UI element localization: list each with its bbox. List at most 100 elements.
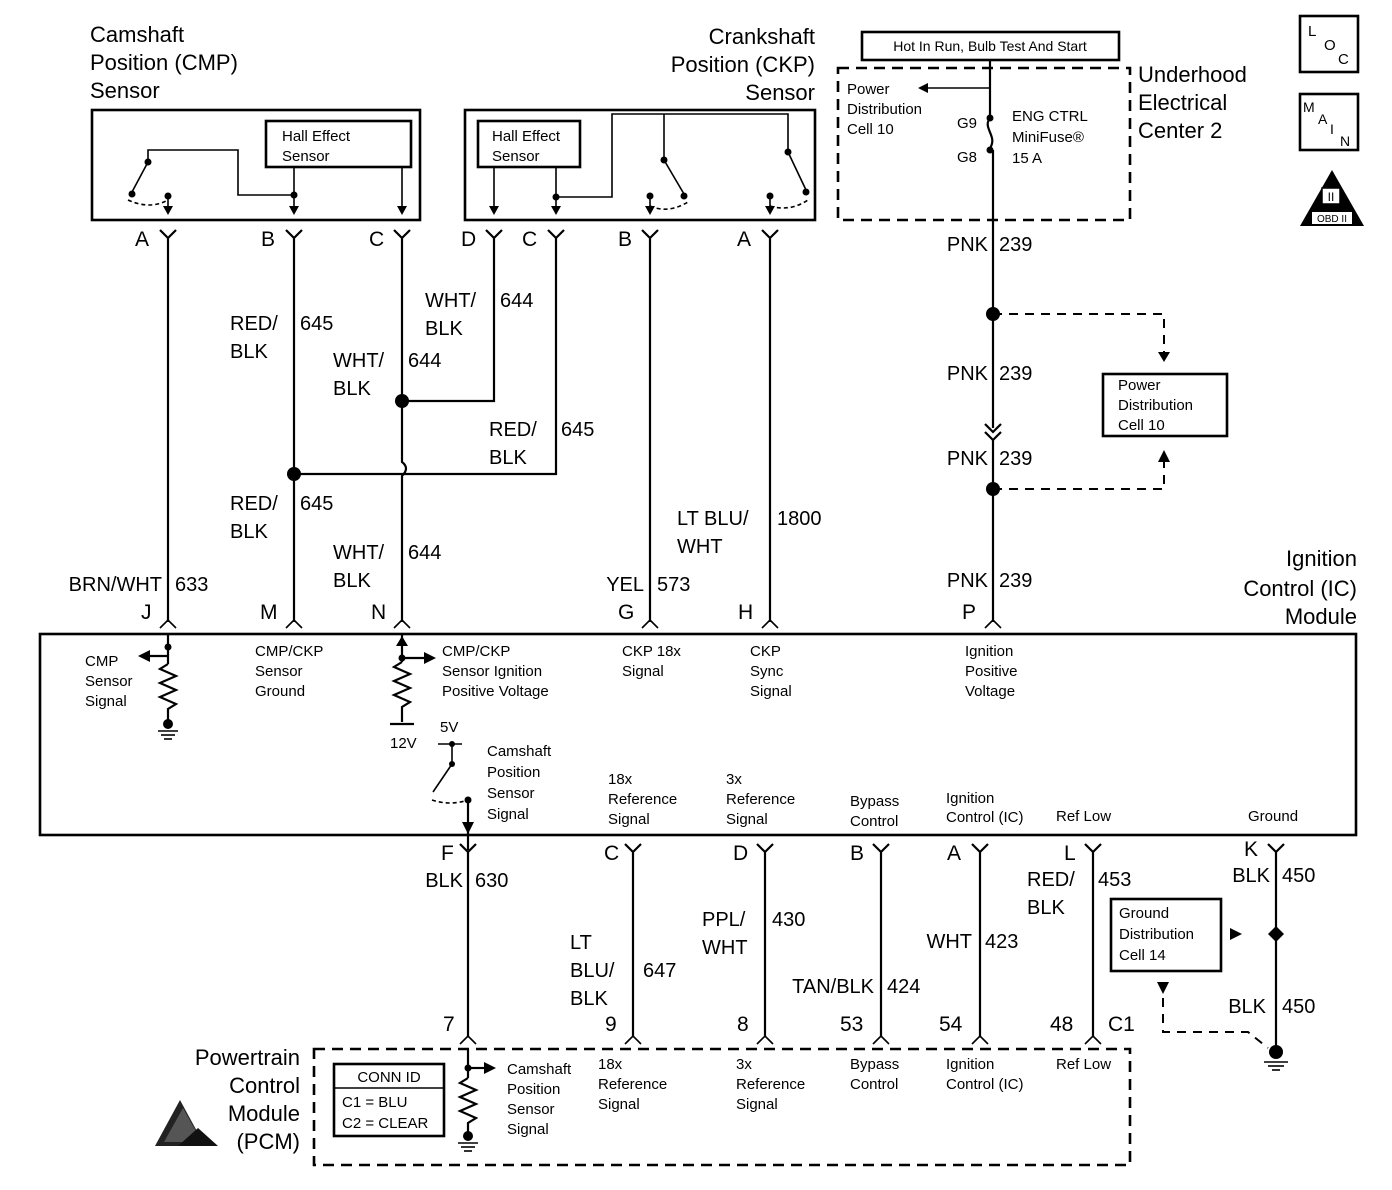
label-430: 430 xyxy=(772,909,805,931)
svg-text:A: A xyxy=(1318,111,1328,127)
ckp-switch1 xyxy=(663,159,685,195)
label-pnk-2: PNK xyxy=(947,363,989,385)
cmp-switch xyxy=(131,161,149,193)
cmp-pin-b: B xyxy=(261,228,275,251)
cmp-sensor-box xyxy=(90,108,422,222)
label-blk: BLK xyxy=(570,988,608,1010)
ic-cam-pos-3: Sensor xyxy=(487,785,535,802)
ic-ref3-2: Reference xyxy=(726,791,795,808)
fuse-pin-g8-label: G8 xyxy=(957,149,977,166)
gdc-label-3: Cell 14 xyxy=(1119,947,1166,964)
cmp-sensor-label-2: Position (CMP) xyxy=(90,50,238,75)
label-blk-453: BLK xyxy=(1027,897,1065,919)
ckp-pin-c: C xyxy=(522,228,537,251)
svg-text:C: C xyxy=(1338,51,1349,68)
pcm-connector-c1: C1 xyxy=(1108,1013,1135,1036)
wire-wht-423 xyxy=(971,843,989,1036)
pcm-ref3-2: Reference xyxy=(736,1076,805,1093)
wire-blk-630 xyxy=(459,843,477,1036)
label-tan-blk: TAN/BLK xyxy=(792,976,875,998)
esd-warning-icon xyxy=(155,1100,218,1146)
uec-dashed-box xyxy=(836,66,1132,222)
ic-ref18-3: Signal xyxy=(608,811,650,828)
label-647: 647 xyxy=(643,960,676,982)
ckp-c-node xyxy=(552,193,560,201)
ic-cam-pos-4: Signal xyxy=(487,806,529,823)
ckp-pin-b: B xyxy=(618,228,632,251)
fuse-label-3: 15 A xyxy=(1012,150,1042,167)
ic-pin-k: K xyxy=(1244,838,1258,861)
pcm-ref3-1: 3x xyxy=(736,1056,752,1073)
ic-cam-pos-1: Camshaft xyxy=(487,743,552,760)
ckp-switch1-contact xyxy=(680,192,688,200)
ic-cmp-resistor xyxy=(157,663,179,722)
gdc-arrow-down xyxy=(1157,982,1169,994)
pcm-ref18-3: Signal xyxy=(598,1096,640,1113)
fuse-label-1: ENG CTRL xyxy=(1012,108,1088,125)
ckp-b-arrow xyxy=(645,206,655,215)
pdc-top-arrow xyxy=(918,83,928,93)
pdc-right-label-1: Power xyxy=(1118,377,1161,394)
ic-pin-a: A xyxy=(947,842,961,865)
pcm-label-2: Control xyxy=(229,1073,300,1098)
pcm-wires: F C D B A L K Ground Distribution Cell 1… xyxy=(425,838,1315,1071)
svg-text:OBD II: OBD II xyxy=(1317,214,1347,225)
cmp-switch-contact xyxy=(128,190,136,198)
pcm-cam-pos-1: Camshaft xyxy=(507,1061,572,1078)
ic-switch-dashed xyxy=(431,799,469,804)
gdc-label-1: Ground xyxy=(1119,905,1169,922)
cmp-hall-effect-label-1: Hall Effect xyxy=(282,128,351,145)
svg-text:M: M xyxy=(1303,99,1315,115)
pdc-right-box xyxy=(1101,372,1229,438)
pcm-ref18-1: 18x xyxy=(598,1056,623,1073)
ic-cmp-ground-node xyxy=(163,719,173,729)
ic-ground-1: CMP/CKP xyxy=(255,643,323,660)
ckp-c-arrow xyxy=(551,206,561,215)
svg-text:I: I xyxy=(1330,121,1334,137)
pcm-pin-48: 48 xyxy=(1050,1013,1073,1036)
ic-pin-j: J xyxy=(141,601,152,624)
label-red-blk-645-b3: 645 xyxy=(561,419,594,441)
ic-ckp18-2: Signal xyxy=(622,663,664,680)
ground-diamond xyxy=(1268,926,1284,942)
ic-pin-f: F xyxy=(441,842,454,865)
label-lt-blu-wht-1: LT BLU/ xyxy=(677,508,749,530)
pcm-pin-7: 7 xyxy=(443,1013,455,1036)
splice-644 xyxy=(395,394,409,408)
pcm-connector-marks xyxy=(459,1034,1102,1045)
ic-ground-2: Sensor xyxy=(255,663,303,680)
fuse-label-2: MiniFuse® xyxy=(1012,129,1084,146)
pdc-right-arrow-down xyxy=(1158,352,1170,362)
ic-positive-3: Positive Voltage xyxy=(442,683,549,700)
label-yel: YEL xyxy=(606,574,644,596)
pcm-label-3: Module xyxy=(228,1101,300,1126)
pdc-right-label-2: Distribution xyxy=(1118,397,1193,414)
pcm-cam-pos-3: Sensor xyxy=(507,1101,555,1118)
ic-ground-r: Ground xyxy=(1248,808,1298,825)
label-wht-blk-644-b1: WHT/ xyxy=(333,350,385,372)
ic-ckp18-1: CKP 18x xyxy=(622,643,681,660)
ic-cmp-signal-3: Signal xyxy=(85,693,127,710)
ic-ckp-sync-3: Signal xyxy=(750,683,792,700)
conn-id-c1: C1 = BLU xyxy=(342,1094,407,1111)
wire-blk-450 xyxy=(1267,843,1285,1046)
ic-cam-arrow xyxy=(462,822,474,834)
pcm-cam-resistor xyxy=(457,1077,479,1132)
svg-text:II: II xyxy=(1328,190,1335,204)
ic-module-label-3: Module xyxy=(1285,604,1357,629)
label-brn-wht: BRN/WHT xyxy=(69,574,162,596)
pdc-right-arrow-up xyxy=(1158,450,1170,462)
ic-cmp-node xyxy=(164,643,172,651)
ic-pin-d: D xyxy=(733,842,748,865)
ic-positive-2: Sensor Ignition xyxy=(442,663,542,680)
cmp-hall-effect-box xyxy=(264,119,413,169)
cmp-c-arrow xyxy=(397,206,407,215)
ckp-hall-effect-box xyxy=(476,119,582,169)
label-blu: BLU/ xyxy=(570,960,615,982)
ic-pin-h: H xyxy=(738,601,753,624)
gdc-label-2: Distribution xyxy=(1119,926,1194,943)
label-red-453: RED/ xyxy=(1027,869,1075,891)
ic-module: Ignition Control (IC) Module CMP Sensor … xyxy=(38,546,1358,850)
ic-ckp-sync-1: CKP xyxy=(750,643,781,660)
